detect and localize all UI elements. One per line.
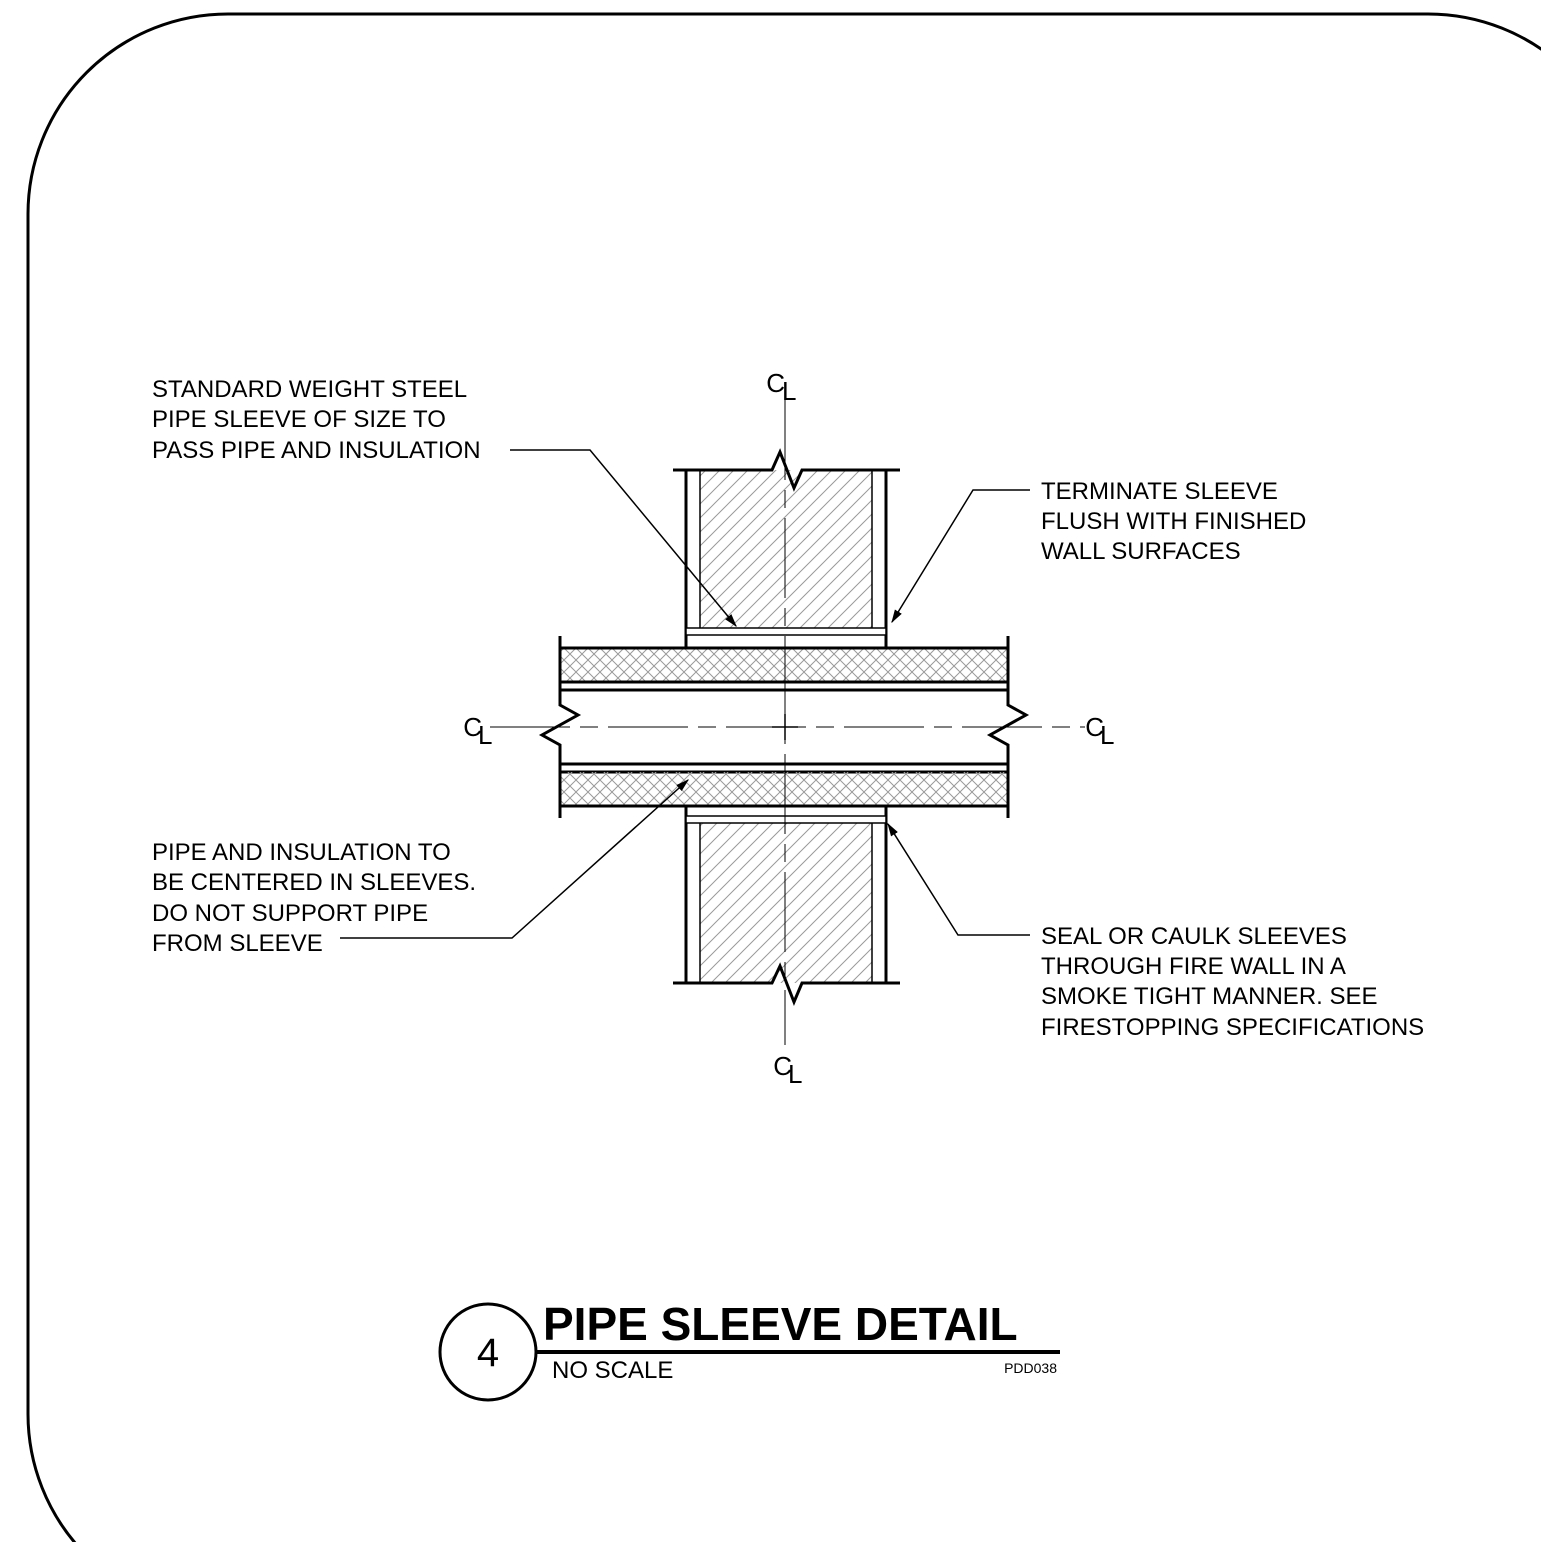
insulation-bottom (560, 772, 1008, 806)
upper-sleeve (685, 627, 887, 636)
note-sleeve: STANDARD WEIGHT STEEL PIPE SLEEVE OF SIZ… (152, 376, 481, 464)
pipe-and-insulation (538, 636, 1030, 818)
pipe-break-right (986, 690, 1030, 764)
svg-text:SEAL OR CAULK SLEEVES: SEAL OR CAULK SLEEVES (1041, 923, 1347, 950)
svg-text:SMOKE TIGHT MANNER. SEE: SMOKE TIGHT MANNER. SEE (1041, 983, 1378, 1010)
svg-text:BE CENTERED IN SLEEVES.: BE CENTERED IN SLEEVES. (152, 869, 476, 896)
drawing-frame (26, 12, 1541, 1542)
leader-terminate (891, 489, 1030, 624)
pipe-break-left (538, 690, 582, 764)
centerline-symbol-top: C L (766, 368, 796, 406)
centerlines (490, 400, 1085, 1045)
drawing-code: PDD038 (1004, 1360, 1057, 1376)
centerline-symbol-bottom: C L (773, 1051, 802, 1089)
svg-text:L: L (782, 376, 796, 406)
detail-title: PIPE SLEEVE DETAIL (543, 1298, 1018, 1350)
svg-text:PASS PIPE AND INSULATION: PASS PIPE AND INSULATION (152, 437, 481, 464)
leader-centered (340, 779, 690, 939)
svg-text:C: C (766, 368, 785, 398)
svg-text:FLUSH WITH FINISHED: FLUSH WITH FINISHED (1041, 508, 1306, 535)
svg-text:C: C (773, 1051, 792, 1081)
svg-text:STANDARD WEIGHT STEEL: STANDARD WEIGHT STEEL (152, 376, 467, 403)
svg-text:THROUGH FIRE WALL IN A: THROUGH FIRE WALL IN A (1041, 953, 1346, 980)
svg-text:C: C (1085, 712, 1104, 742)
svg-text:PIPE SLEEVE OF SIZE TO: PIPE SLEEVE OF SIZE TO (152, 406, 446, 433)
svg-text:WALL SURFACES: WALL SURFACES (1041, 538, 1241, 565)
svg-text:DO NOT SUPPORT PIPE: DO NOT SUPPORT PIPE (152, 900, 428, 927)
svg-text:TERMINATE SLEEVE: TERMINATE SLEEVE (1041, 478, 1278, 505)
wall-break-top (673, 448, 900, 492)
lower-sleeve (685, 815, 887, 824)
svg-text:L: L (788, 1059, 802, 1089)
svg-text:C: C (463, 712, 482, 742)
leader-lines (340, 449, 1030, 939)
wall-break-bottom (673, 962, 900, 1006)
note-centered: PIPE AND INSULATION TO BE CENTERED IN SL… (152, 839, 476, 957)
title-block: 4 PIPE SLEEVE DETAIL NO SCALE PDD038 (438, 1298, 1060, 1402)
lower-wall (673, 806, 900, 1006)
svg-text:PIPE AND INSULATION TO: PIPE AND INSULATION TO (152, 839, 451, 866)
svg-text:L: L (478, 720, 492, 750)
note-seal: SEAL OR CAULK SLEEVES THROUGH FIRE WALL … (1041, 923, 1424, 1041)
leader-sleeve (510, 449, 737, 628)
insulation-top (560, 648, 1008, 682)
svg-text:FROM SLEEVE: FROM SLEEVE (152, 930, 323, 957)
scale-note: NO SCALE (552, 1357, 673, 1384)
svg-text:FIRESTOPPING SPECIFICATIONS: FIRESTOPPING SPECIFICATIONS (1041, 1014, 1424, 1041)
svg-text:L: L (1100, 720, 1114, 750)
centerline-symbol-right: C L (1085, 712, 1114, 750)
centerline-symbol-left: C L (463, 712, 492, 750)
upper-wall (673, 448, 900, 648)
detail-number: 4 (477, 1331, 499, 1375)
note-terminate: TERMINATE SLEEVE FLUSH WITH FINISHED WAL… (1041, 478, 1306, 565)
leader-seal (887, 822, 1030, 936)
